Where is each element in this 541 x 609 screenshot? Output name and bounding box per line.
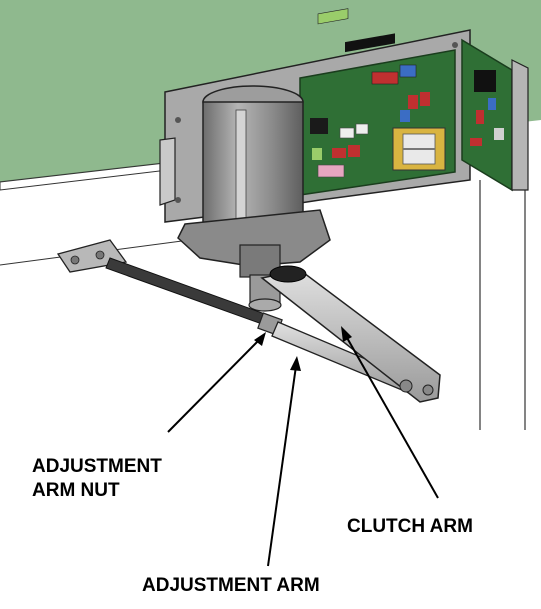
transformer	[392, 127, 446, 171]
clutch-arm-hub	[269, 265, 307, 283]
label-adjustment-arm-nut-line1: ADJUSTMENT	[32, 456, 162, 477]
mounting-plate-flange	[159, 137, 176, 206]
leader-line-arm-nut	[167, 336, 263, 433]
label-adjustment-arm-nut-line2: ARM NUT	[32, 480, 120, 501]
side-bracket	[511, 59, 529, 191]
label-clutch-arm: CLUTCH ARM	[347, 516, 473, 537]
leader-line-adjustment-arm	[267, 365, 297, 567]
leader-arrow-adjustment-arm	[290, 356, 301, 371]
leader-arrow-arm-nut	[254, 332, 266, 346]
label-adjustment-arm-nut: ADJUSTMENT ARM NUT	[32, 455, 162, 503]
motor	[177, 85, 331, 312]
leader-arrow-clutch-arm	[341, 326, 352, 342]
label-adjustment-arm: ADJUSTMENT ARM	[142, 575, 320, 596]
leader-line-clutch-arm	[345, 335, 439, 499]
